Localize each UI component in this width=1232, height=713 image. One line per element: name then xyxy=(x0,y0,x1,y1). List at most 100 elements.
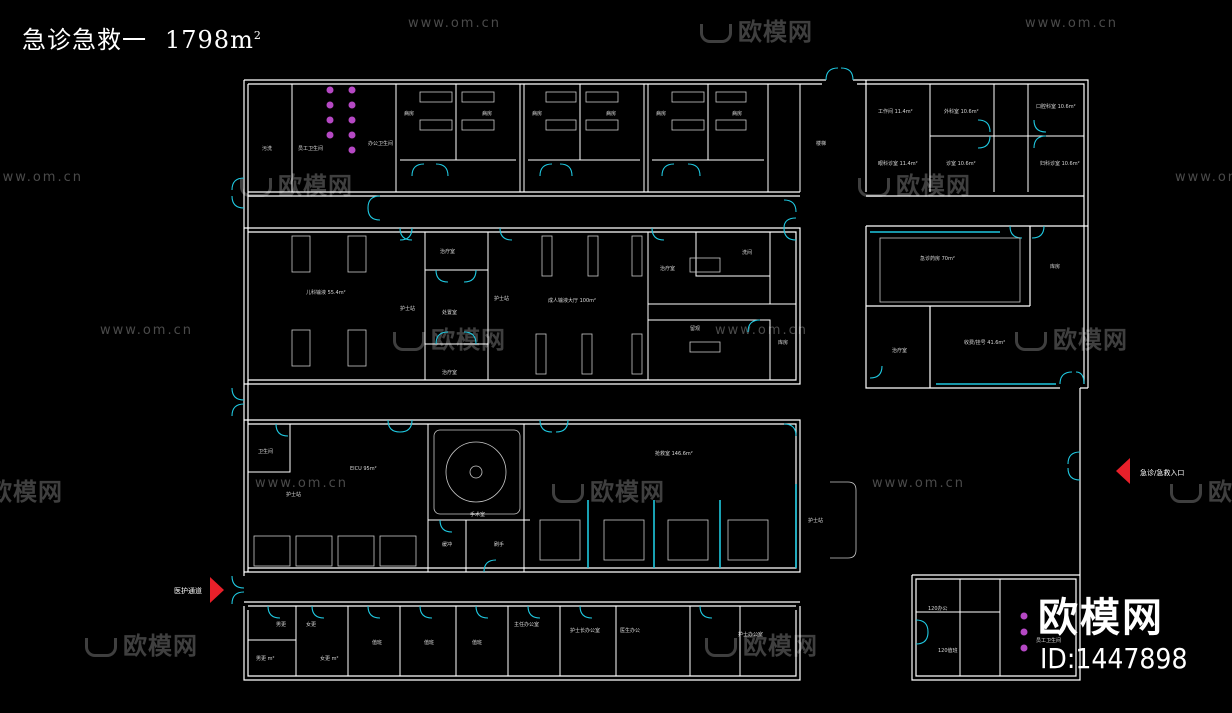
room-label: 妇科诊室 10.6m² xyxy=(1040,160,1080,167)
watermark-brand-text: 欧模网 xyxy=(123,632,198,660)
page-title: 急诊急救一 1798m2 xyxy=(22,20,262,55)
room-label: 手术室 xyxy=(470,511,485,518)
room-label: 护士站 xyxy=(494,295,509,302)
watermark-logo-icon xyxy=(1015,331,1047,351)
toilet-fixtures xyxy=(326,86,1028,652)
room-label: 员工卫生间 xyxy=(298,145,323,152)
watermark-brand-text: 欧模网 xyxy=(896,172,971,200)
room-label: 库房 xyxy=(778,339,788,346)
entrance-label-right: 急诊/急救入口 xyxy=(1140,468,1184,477)
room-label: 值班 xyxy=(472,639,482,646)
furniture xyxy=(253,91,1021,567)
room-label: 病房 xyxy=(606,110,616,117)
exterior-walls xyxy=(243,79,1089,681)
watermark-url: www.om.cn xyxy=(408,16,501,31)
room-label: 治疗室 xyxy=(660,265,675,272)
watermark-logo-icon xyxy=(393,331,425,351)
room-label: 医生办公 xyxy=(620,627,640,634)
doors xyxy=(231,67,1085,645)
watermark-brand-text: 欧模网 xyxy=(1053,326,1128,354)
room-label: 病房 xyxy=(482,110,492,117)
room-label: 病房 xyxy=(732,110,742,117)
room-label: 楼梯 xyxy=(816,140,826,147)
watermark-logo-icon xyxy=(700,23,732,43)
room-label: 工作间 11.4m² xyxy=(878,108,913,115)
watermark-brand: 欧模网 xyxy=(700,12,813,47)
room-label: 护士长办公室 xyxy=(570,627,600,634)
brand-logo-text: 欧模网 xyxy=(1038,595,1164,641)
room-label: 抢救室 146.6m² xyxy=(655,450,693,457)
room-label: 护士站 xyxy=(808,517,823,524)
room-label: 病房 xyxy=(404,110,414,117)
room-label: 眼科诊室 11.4m² xyxy=(878,160,918,167)
watermark-url: www.om.cn xyxy=(872,476,965,491)
room-label: 收费/挂号 41.6m² xyxy=(964,339,1005,346)
watermark-brand: 欧模网 xyxy=(0,472,63,507)
watermark-logo-icon xyxy=(705,637,737,657)
watermark-url: www.om.cn xyxy=(100,323,193,338)
room-label: 主任办公室 xyxy=(514,621,539,628)
room-label: 护士站 xyxy=(400,305,415,312)
watermark-url: www.om.cn xyxy=(1175,170,1232,185)
room-label: 留观 xyxy=(690,325,700,332)
room-label: 男更 m² xyxy=(256,656,274,662)
watermark-brand: 欧模网 xyxy=(240,166,353,201)
room-label: 值班 xyxy=(424,639,434,646)
room-label: 污洗 xyxy=(262,145,272,152)
watermark-brand: 欧模网 xyxy=(552,472,665,507)
watermark-brand: 欧模网 xyxy=(1015,320,1128,355)
watermark-logo-icon xyxy=(1170,483,1202,503)
room-label: 诊室 10.6m² xyxy=(946,160,976,167)
room-label: 治疗室 xyxy=(440,248,455,255)
room-label: 女更 m² xyxy=(320,655,338,662)
room-label: 治疗室 xyxy=(892,347,907,354)
room-label: 库房 xyxy=(1050,263,1060,270)
watermark-brand: 欧模网 xyxy=(85,626,198,661)
room-label: 120值班 xyxy=(938,647,958,654)
room-label: 病房 xyxy=(532,110,542,117)
watermark-brand-text: 欧模网 xyxy=(738,18,813,46)
room-label: EICU 95m² xyxy=(350,466,377,472)
watermark-brand: 欧模网 xyxy=(393,320,506,355)
watermark-url: www.om.cn xyxy=(715,323,808,338)
area-unit-sup: 2 xyxy=(253,29,262,42)
watermark-brand-text: 欧模网 xyxy=(0,478,63,506)
room-label: 洗间 xyxy=(742,249,752,256)
watermark-logo-icon xyxy=(552,483,584,503)
watermark-brand-text: 欧模网 xyxy=(590,478,665,506)
room-label: 男更 xyxy=(276,622,286,628)
entrance-arrow-right-icon xyxy=(1116,458,1130,484)
watermark-url: www.om.cn xyxy=(1025,16,1118,31)
room-label: 刷手 xyxy=(494,541,504,548)
room-label: 治疗室 xyxy=(442,369,457,376)
room-label: 护士站 xyxy=(286,491,301,498)
watermark-brand-text: 欧模网 xyxy=(743,632,818,660)
watermark-brand-text: 欧模网 xyxy=(278,172,353,200)
room-label: 外科室 10.6m² xyxy=(944,108,979,115)
watermark-logo-icon xyxy=(240,177,272,197)
watermark-brand: 欧模网 xyxy=(858,166,971,201)
area-value: 1798m xyxy=(165,26,254,54)
room-label: 成人输液大厅 100m² xyxy=(548,297,596,304)
room-label: 处置室 xyxy=(442,309,457,316)
room-label: 办公卫生间 xyxy=(368,140,393,147)
entrance-label-left: 医护通道 xyxy=(174,586,202,595)
room-label: 缓冲 xyxy=(442,541,452,548)
watermark-url: www.om.cn xyxy=(255,476,348,491)
room-label: 病房 xyxy=(656,110,666,117)
watermark-brand-text: 欧模网 xyxy=(1208,478,1232,506)
watermark-brand: 欧模网 xyxy=(705,626,818,661)
room-label: 护士办公室 xyxy=(738,631,763,638)
watermark-logo-icon xyxy=(858,177,890,197)
title-text: 急诊急救一 xyxy=(22,26,147,54)
room-label: 儿科输液 55.4m² xyxy=(306,289,346,296)
interior-walls xyxy=(248,84,1084,676)
entrance-arrow-left-icon xyxy=(210,577,224,603)
room-label: 值班 xyxy=(372,639,382,646)
watermark-logo-icon xyxy=(85,637,117,657)
room-label: 卫生间 xyxy=(258,448,273,455)
model-id: ID:1447898 xyxy=(1040,642,1188,675)
